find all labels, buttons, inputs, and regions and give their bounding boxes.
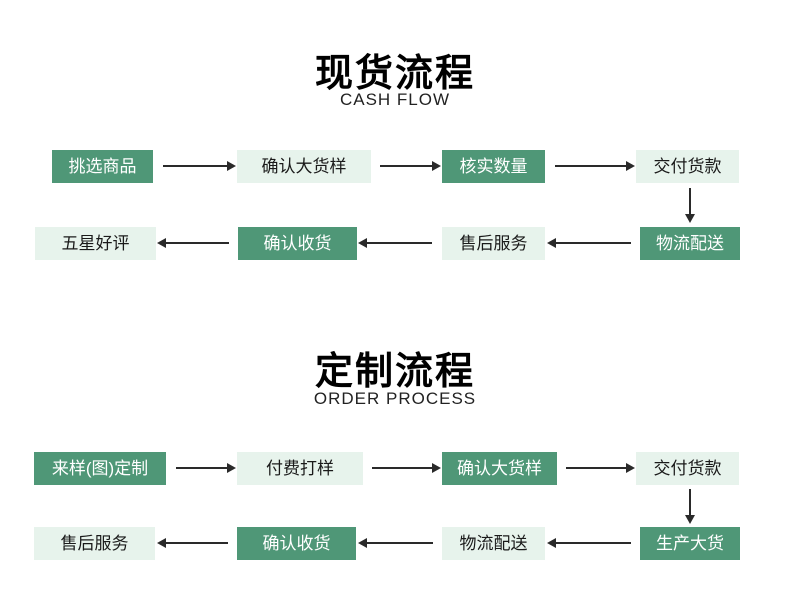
step-box-confirm-receipt: 确认收货 (238, 227, 357, 260)
arrow-left-icon (358, 538, 433, 548)
step-box-after-sales-service: 售后服务 (442, 227, 545, 260)
step-box-custom-by-sample: 来样(图)定制 (34, 452, 166, 485)
step-box-pay-goods: 交付货款 (636, 150, 739, 183)
step-box-logistics-delivery: 物流配送 (442, 527, 545, 560)
step-box-five-star-review: 五星好评 (35, 227, 156, 260)
arrow-right-icon (176, 463, 236, 473)
arrow-right-icon (372, 463, 441, 473)
arrow-down-icon (685, 489, 695, 524)
step-box-after-sales-service: 售后服务 (34, 527, 155, 560)
arrow-left-icon (157, 238, 229, 248)
arrow-down-icon (685, 188, 695, 223)
arrow-left-icon (547, 238, 631, 248)
arrow-right-icon (555, 161, 635, 171)
step-box-logistics-delivery: 物流配送 (640, 227, 740, 260)
section-subtitle-order-process: ORDER PROCESS (313, 389, 477, 408)
step-box-bulk-production: 生产大货 (640, 527, 740, 560)
arrow-left-icon (157, 538, 228, 548)
arrow-right-icon (163, 161, 236, 171)
arrow-right-icon (380, 161, 441, 171)
step-box-paid-proofing: 付费打样 (237, 452, 363, 485)
step-box-confirm-receipt: 确认收货 (237, 527, 356, 560)
arrow-left-icon (547, 538, 631, 548)
arrow-left-icon (358, 238, 432, 248)
section-title-cash-flow: 现货流程 (314, 53, 475, 95)
step-box-pay-goods: 交付货款 (636, 452, 739, 485)
step-box-confirm-bulk-sample: 确认大货样 (442, 452, 557, 485)
section-subtitle-cash-flow: CASH FLOW (339, 90, 451, 109)
step-box-pick-goods: 挑选商品 (52, 150, 153, 183)
step-box-confirm-bulk-sample: 确认大货样 (237, 150, 371, 183)
section-title-order-process: 定制流程 (314, 351, 475, 393)
step-box-verify-quantity: 核实数量 (442, 150, 545, 183)
arrow-right-icon (566, 463, 635, 473)
